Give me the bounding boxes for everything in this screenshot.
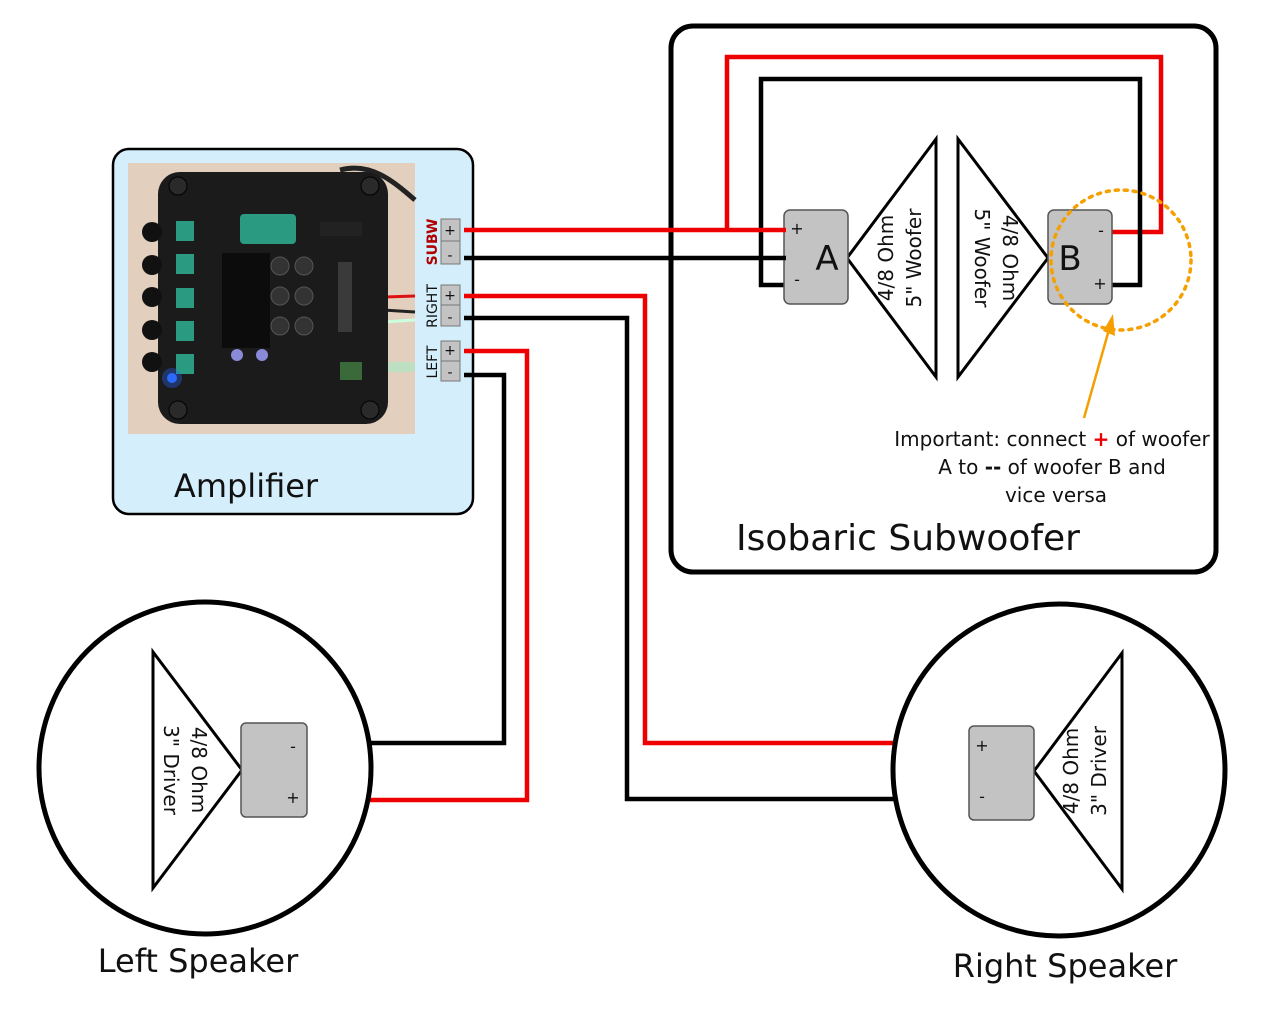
woofer-a-minus: - — [794, 270, 800, 289]
power-led-icon — [167, 373, 177, 383]
left-speaker-cone-icon — [151, 647, 244, 893]
subw-plus: + — [444, 223, 456, 239]
knob-icon — [142, 287, 162, 307]
heatsink-icon — [222, 253, 270, 348]
amp-output-left: + - LEFT — [425, 340, 461, 382]
power-cable-icon — [339, 165, 417, 202]
woofer-a-plus: + — [790, 219, 803, 238]
right-speaker-spec: 4/8 Ohm 3" Driver — [1059, 725, 1111, 816]
left-speaker-spec-line1: 4/8 Ohm — [187, 727, 211, 813]
highlight-circle — [1049, 188, 1193, 332]
woofer-b-plus: + — [1093, 274, 1106, 293]
right-speaker-minus: - — [979, 787, 985, 806]
woofer-b-cone-icon — [956, 134, 1050, 382]
woofer-b-spec-line2: 5" Woofer — [970, 209, 994, 309]
amplifier-panel: Amplifier + - SUBW + - RIGHT + - LEFT — [111, 147, 475, 516]
right-speaker-plus: + — [975, 736, 988, 755]
woofer-b-spec: 4/8 Ohm 5" Woofer — [970, 209, 1022, 309]
sub-internal-negative-wire — [758, 76, 1143, 288]
screw-terminal-icon — [338, 262, 352, 332]
left-speaker: - + 4/8 Ohm 3" Driver Left Speaker — [36, 599, 374, 980]
note-line1: Important: connect + of woofer — [894, 427, 1210, 451]
left-positive-wire — [308, 348, 530, 803]
left-speaker-spec-line2: 3" Driver — [159, 725, 183, 816]
subw-minus: - — [447, 248, 452, 264]
woofer-a-spec: 4/8 Ohm 5" Woofer — [874, 208, 926, 308]
arrow-icon — [1082, 325, 1112, 419]
woofer-a-cone-icon — [845, 134, 938, 382]
right-positive-wire — [464, 293, 968, 746]
audio-jack-icon — [340, 362, 362, 380]
left-plus: + — [444, 343, 456, 359]
woofer-b-terminal-icon — [1047, 209, 1113, 305]
right-speaker-spec-line2: 3" Driver — [1087, 725, 1111, 816]
subw-label: SUBW — [425, 219, 441, 266]
woofer-a-letter: A — [815, 239, 838, 279]
wires — [308, 227, 968, 803]
arrow-head-icon — [1103, 314, 1115, 336]
right-speaker: + - 4/8 Ohm 3" Driver Right Speaker — [890, 601, 1228, 985]
woofer-b-minus: - — [1098, 221, 1104, 240]
knob-icon — [142, 352, 162, 372]
left-speaker-plus: + — [286, 788, 299, 807]
subwoofer-enclosure: A + - B - + 4/8 Ohm 5" Woofer 4/8 Ohm 5"… — [668, 23, 1219, 575]
subwoofer-box — [668, 23, 1219, 575]
right-negative-wire — [464, 315, 968, 802]
right-minus: - — [447, 310, 452, 326]
amplifier-board-photo — [128, 163, 417, 434]
left-speaker-terminal-icon — [240, 722, 308, 818]
sub-internal-positive-wire — [724, 54, 1164, 235]
right-plus: + — [444, 288, 456, 304]
subwoofer-title: Isobaric Subwoofer — [736, 518, 1080, 559]
knob-icon — [142, 255, 162, 275]
left-label: LEFT — [425, 345, 441, 378]
knob-icon — [142, 320, 162, 340]
woofer-b-spec-line1: 4/8 Ohm — [998, 215, 1022, 301]
note-line2: A to -- of woofer B and — [938, 455, 1166, 479]
right-speaker-title: Right Speaker — [953, 947, 1178, 985]
right-speaker-cone-icon — [1032, 648, 1124, 894]
left-speaker-minus: - — [290, 737, 296, 756]
right-speaker-terminal-icon — [968, 725, 1035, 821]
amp-output-subw: + - SUBW — [425, 218, 461, 266]
left-negative-wire — [308, 372, 507, 746]
note-line3: vice versa — [1005, 483, 1107, 507]
woofer-b-letter: B — [1058, 239, 1081, 279]
woofer-a-spec-line2: 5" Woofer — [902, 208, 926, 308]
right-speaker-spec-line1: 4/8 Ohm — [1059, 728, 1083, 814]
left-speaker-spec: 4/8 Ohm 3" Driver — [159, 725, 211, 816]
left-speaker-title: Left Speaker — [98, 942, 299, 980]
amp-output-right: + - RIGHT — [425, 284, 461, 328]
right-label: RIGHT — [425, 284, 441, 328]
woofer-a-spec-line1: 4/8 Ohm — [874, 215, 898, 301]
capacitor-icon — [240, 214, 296, 244]
knob-icon — [142, 222, 162, 242]
amplifier-title: Amplifier — [174, 467, 319, 505]
left-minus: - — [447, 365, 452, 381]
